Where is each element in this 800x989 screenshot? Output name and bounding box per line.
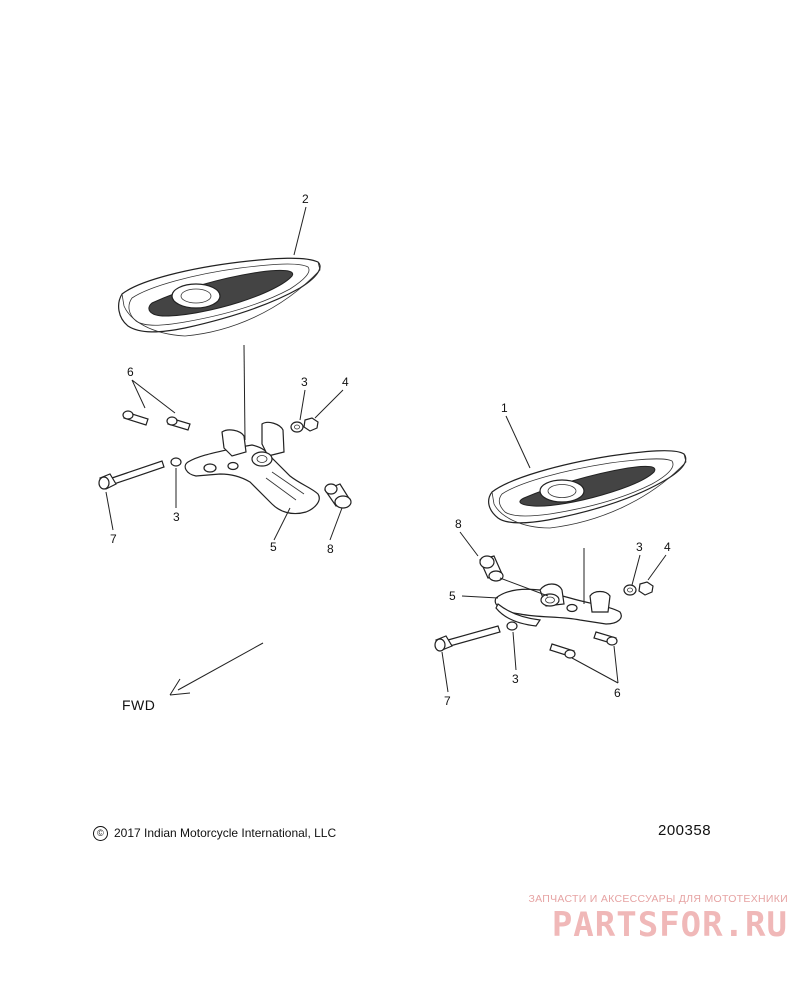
bushing-right bbox=[479, 555, 504, 582]
callout-right-washer-top: 3 bbox=[636, 540, 643, 554]
copyright-text: 2017 Indian Motorcycle International, LL… bbox=[114, 826, 337, 840]
fwd-label: FWD bbox=[122, 697, 156, 713]
callout-right-screws: 6 bbox=[614, 686, 621, 700]
washer-left-top-hole bbox=[294, 424, 300, 430]
washer-right-top bbox=[623, 584, 637, 596]
callout-left-screws: 6 bbox=[127, 365, 134, 379]
copyright-notice: © 2017 Indian Motorcycle International, L… bbox=[93, 826, 337, 842]
callout-right-nut: 4 bbox=[664, 540, 671, 554]
callout-right-bolt: 7 bbox=[444, 694, 451, 708]
bracket-left bbox=[184, 421, 320, 515]
washer-right-bottom bbox=[506, 621, 518, 631]
callout-left-washer-top: 3 bbox=[301, 375, 308, 389]
nut-right bbox=[638, 581, 654, 596]
copyright-icon: © bbox=[93, 826, 108, 842]
callout-left-washer-bottom: 3 bbox=[173, 510, 180, 524]
bolt-left bbox=[98, 460, 165, 490]
callout-right-footboard: 1 bbox=[501, 401, 508, 415]
diagram-number: 200358 bbox=[658, 822, 712, 839]
bracket-right bbox=[494, 583, 622, 627]
footboard-left bbox=[118, 257, 321, 337]
watermark-brand: PARTSFOR.RU bbox=[551, 905, 788, 945]
bushing-left bbox=[324, 483, 352, 509]
washer-right-top-hole bbox=[627, 587, 633, 593]
callout-left-nut: 4 bbox=[342, 375, 349, 389]
bolt-right bbox=[434, 625, 501, 652]
callout-right-washer-bottom: 3 bbox=[512, 672, 519, 686]
screws-left bbox=[122, 410, 191, 431]
watermark: ЗАПЧАСТИ И АКСЕССУАРЫ ДЛЯ МОТОТЕХНИКИ PA… bbox=[488, 893, 788, 945]
nut-left bbox=[303, 417, 319, 432]
watermark-tagline: ЗАПЧАСТИ И АКСЕССУАРЫ ДЛЯ МОТОТЕХНИКИ bbox=[528, 893, 788, 905]
washer-left-bottom bbox=[170, 457, 182, 467]
callout-right-bushing: 8 bbox=[455, 517, 462, 531]
callout-left-footboard: 2 bbox=[302, 192, 309, 206]
screws-right bbox=[549, 631, 618, 659]
fwd-arrow bbox=[169, 642, 264, 696]
callout-left-bushing: 8 bbox=[327, 542, 334, 556]
callout-left-bolt: 7 bbox=[110, 532, 117, 546]
footboard-right bbox=[488, 450, 687, 529]
callout-right-bracket: 5 bbox=[449, 589, 456, 603]
callout-left-bracket: 5 bbox=[270, 540, 277, 554]
washer-left-top bbox=[290, 421, 304, 433]
